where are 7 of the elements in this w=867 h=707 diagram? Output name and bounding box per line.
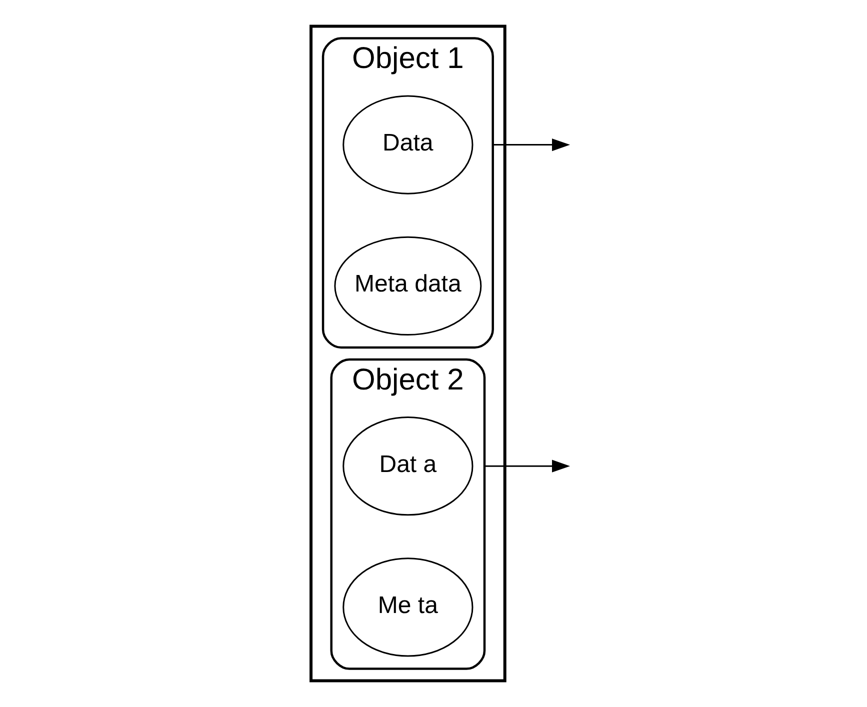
- node-ellipse: Data: [342, 95, 473, 194]
- arrow: [484, 460, 570, 472]
- cluster: [309, 24, 506, 682]
- node-ellipse: Meta data: [334, 236, 482, 336]
- node-ellipse: Me ta: [342, 558, 473, 657]
- arrow: [492, 138, 570, 152]
- node-ellipse: Dat a: [342, 416, 473, 516]
